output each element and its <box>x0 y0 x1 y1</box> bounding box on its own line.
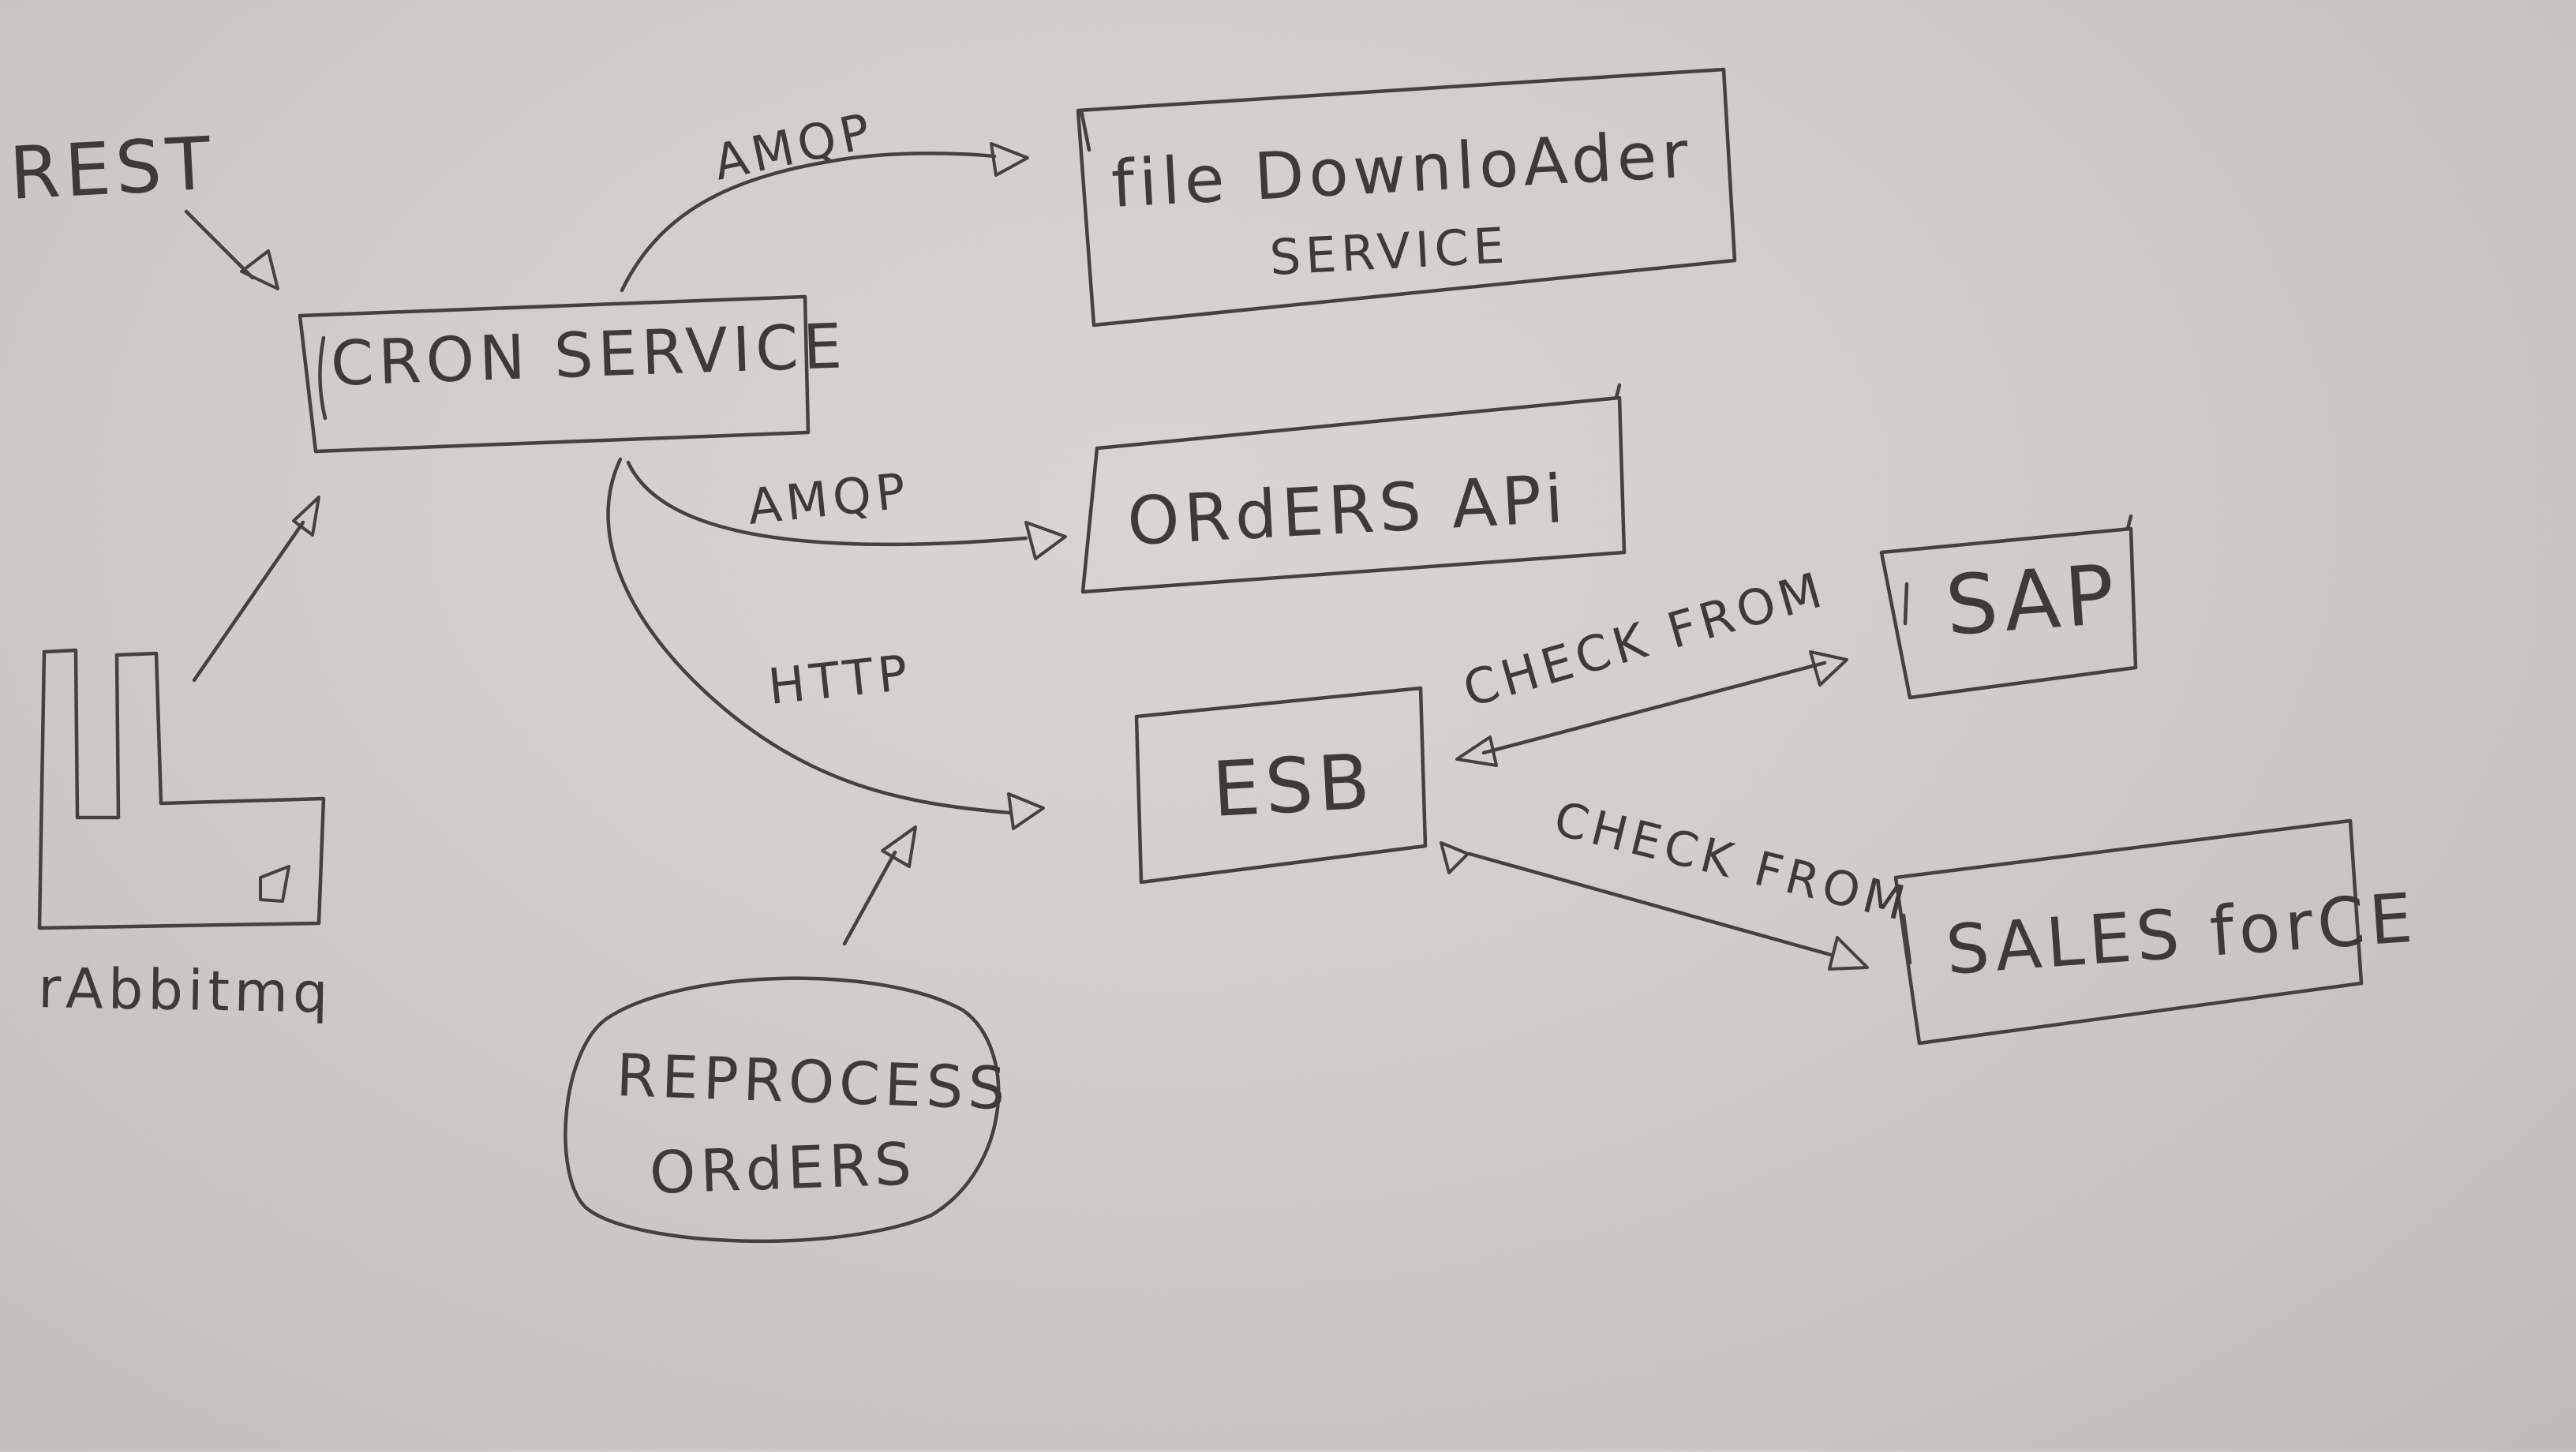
arrowhead-icon <box>240 249 279 290</box>
amqp-top-label: AMQP <box>709 101 880 191</box>
arrowhead-icon <box>292 496 320 537</box>
cron-service-label: CRON SERVICE <box>330 311 848 400</box>
sap-label: SAP <box>1942 546 2122 654</box>
esb-salesforce-check-edge: CHECK FROM <box>1440 791 1915 971</box>
amqp-to-orders-api-edge: AMQP <box>626 460 1067 560</box>
check-from-salesforce-label: CHECK FROM <box>1548 791 1915 933</box>
rabbitmq-to-cron-edge <box>192 496 320 683</box>
arrowhead-icon <box>1455 735 1498 767</box>
esb-box: ESB <box>1134 686 1428 885</box>
arrowhead-icon <box>1440 841 1470 874</box>
rabbitmq-logo-icon <box>37 648 326 930</box>
rabbitmq-node: rAbbitmq <box>37 648 333 1026</box>
rest-label: REST <box>8 121 218 215</box>
reprocess-label-line2: ORdERS <box>649 1130 918 1207</box>
amqp-middle-label: AMQP <box>745 462 913 536</box>
arrowhead-icon <box>1828 936 1869 971</box>
esb-label: ESB <box>1210 737 1376 834</box>
reprocess-orders-node: REPROCESS ORdERS <box>564 976 1011 1244</box>
file-downloader-service-box: file DownloAder SERVICE <box>1076 67 1737 327</box>
check-from-sap-label: CHECK FROM <box>1457 560 1833 719</box>
amqp-to-file-downloader-edge: AMQP <box>620 101 1029 293</box>
rest-input: REST <box>8 121 279 290</box>
reprocess-to-esb-edge <box>842 825 917 946</box>
salesforce-box: SALES forCE <box>1893 818 2420 1046</box>
file-downloader-label-line1: file DownloAder <box>1110 118 1694 223</box>
orders-api-label: ORdERS APi <box>1125 460 1570 560</box>
arrowhead-icon <box>990 142 1029 177</box>
esb-sap-check-edge: CHECK FROM <box>1455 560 1848 767</box>
http-label: HTTP <box>766 643 915 716</box>
orders-api-box: ORdERS APi <box>1080 383 1627 594</box>
arrowhead-icon <box>1024 521 1067 560</box>
file-downloader-label-line2: SERVICE <box>1268 216 1511 286</box>
sap-box: SAP <box>1879 514 2138 700</box>
arrowhead-icon <box>1007 792 1045 830</box>
arrowhead-icon <box>1809 650 1848 687</box>
http-to-esb-edge: HTTP <box>606 457 1045 830</box>
cron-service-box: CRON SERVICE <box>298 294 848 454</box>
salesforce-label: SALES forCE <box>1943 878 2419 990</box>
arrowhead-icon <box>881 825 917 868</box>
rabbitmq-label: rAbbitmq <box>38 956 333 1025</box>
reprocess-label-line1: REPROCESS <box>615 1042 1011 1123</box>
